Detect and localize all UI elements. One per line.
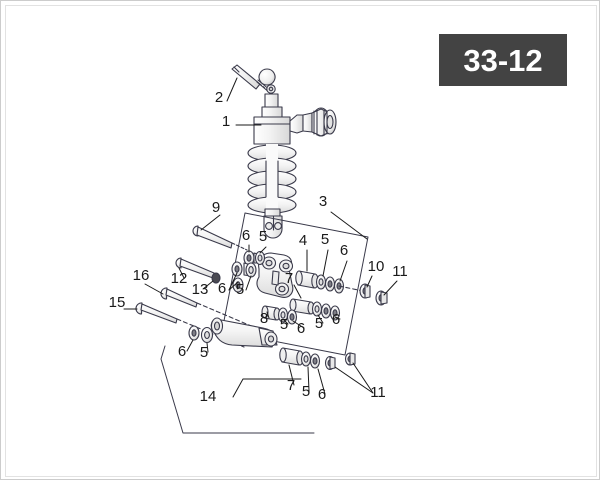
page-title-badge: 33-12 — [439, 34, 567, 86]
callout-1: 1 — [222, 113, 230, 130]
callout-9: 9 — [212, 199, 220, 216]
callout-6b: 6 — [218, 280, 226, 297]
parts-bearings-conrod-left — [188, 325, 214, 344]
parts-conrod-right — [279, 347, 356, 371]
callout-5g: 5 — [302, 383, 310, 400]
part-nut-13 — [211, 272, 221, 284]
callout-labels: 1 2 3 4 5 6 5 6 5 6 8 5 6 5 6 7 9 10 11 … — [109, 89, 408, 405]
callout-6e: 6 — [332, 311, 340, 328]
callout-6f: 6 — [178, 343, 186, 360]
callout-5d: 5 — [280, 316, 288, 333]
callout-7a: 7 — [285, 270, 293, 287]
callout-6d: 6 — [297, 320, 305, 337]
part-bolt-12 — [175, 257, 215, 279]
callout-5c: 5 — [236, 281, 244, 298]
parts-spacer-8 — [261, 305, 298, 325]
callout-8: 8 — [260, 310, 268, 327]
callout-11a: 11 — [392, 263, 408, 280]
callout-12: 12 — [171, 270, 188, 287]
callout-6c: 6 — [340, 242, 348, 259]
callout-6g: 6 — [318, 386, 326, 403]
callout-5a: 5 — [321, 231, 329, 248]
callout-11b: 11 — [370, 384, 386, 401]
callout-5b: 5 — [259, 228, 267, 245]
callout-16: 16 — [133, 267, 150, 284]
callout-5f: 5 — [200, 344, 208, 361]
callout-15: 15 — [109, 294, 126, 311]
callout-7b: 7 — [287, 377, 295, 394]
part-bolt-9 — [192, 225, 248, 251]
callout-14: 14 — [200, 388, 217, 405]
part-rocker-arm — [256, 252, 294, 298]
callout-13: 13 — [192, 281, 209, 298]
group-box-linkage — [221, 212, 369, 356]
callout-2: 2 — [215, 89, 223, 106]
page-title: 33-12 — [463, 42, 543, 78]
leader-lines — [123, 77, 398, 398]
parts-spacer-7-right — [289, 298, 341, 321]
callout-5e: 5 — [315, 315, 323, 332]
parts-bearings-left — [231, 250, 266, 293]
part-shock-absorber — [247, 68, 337, 239]
callout-4: 4 — [299, 232, 307, 249]
parts-spacer-4-right — [295, 270, 364, 294]
parts-10-11-right — [359, 283, 388, 306]
part-connecting-rod — [210, 317, 278, 348]
callout-6a: 6 — [242, 227, 250, 244]
callout-10: 10 — [368, 258, 385, 275]
callout-3: 3 — [319, 193, 327, 210]
group-box-connecting-rod — [160, 345, 315, 434]
